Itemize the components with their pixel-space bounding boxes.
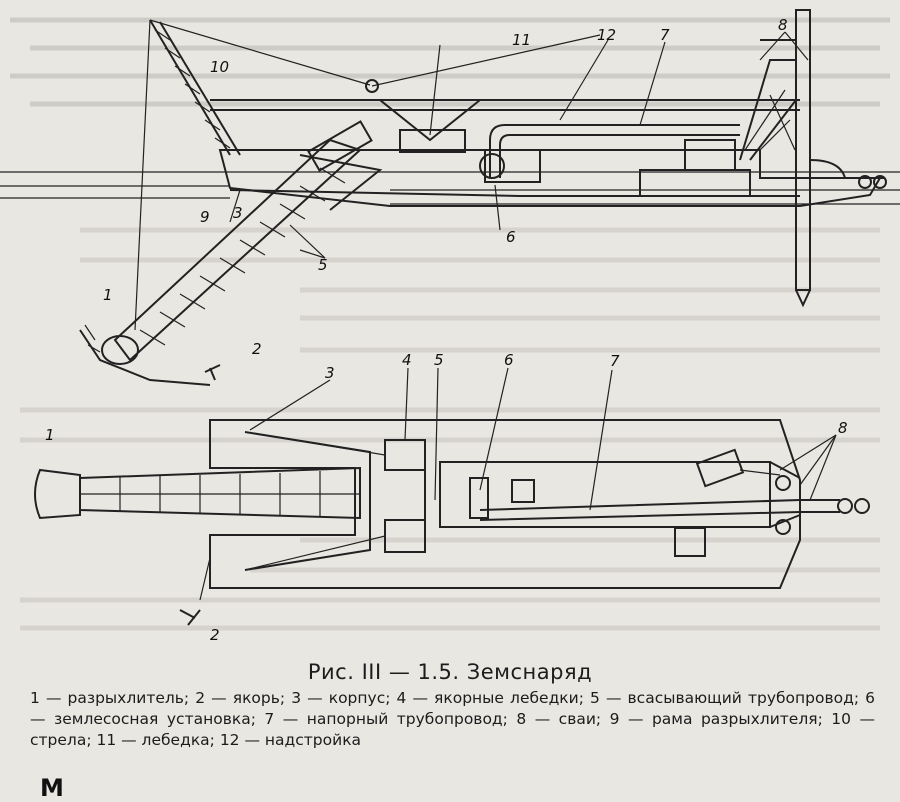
cutter-ladder: [113, 120, 383, 362]
spud-tower: [739, 9, 887, 308]
label-plan-3: 3: [325, 364, 335, 382]
anchors-plan: [179, 557, 211, 626]
figure-caption-title: Рис. III — 1.5. Земснаряд: [307, 660, 593, 684]
pump-plan: [469, 477, 870, 521]
bleed-through-texture-top: [10, 17, 890, 107]
spuds-plan: [674, 448, 791, 557]
figure-legend: 1 — разрыхлитель; 2 — якорь; 3 — корпус;…: [30, 689, 875, 749]
dredger-figure: 1 2 3 5 6 7 8 9 10 11 12 1 2 3 4 5 6 7 8: [0, 9, 900, 640]
label-side-12: 12: [597, 26, 616, 44]
bleed-through-texture-middle: [20, 227, 880, 631]
label-plan-7: 7: [610, 352, 620, 370]
anchor-side: [204, 364, 221, 381]
water-line: [0, 171, 900, 205]
next-paragraph-start: М: [40, 774, 64, 802]
label-side-7: 7: [660, 26, 670, 44]
label-side-2: 2: [252, 340, 262, 358]
label-plan-4: 4: [402, 351, 412, 369]
label-plan-1: 1: [45, 426, 55, 444]
label-plan-5: 5: [434, 351, 444, 369]
label-side-6: 6: [506, 228, 516, 246]
boom: [134, 19, 601, 331]
label-plan-2: 2: [210, 626, 220, 640]
label-plan-6: 6: [504, 351, 514, 369]
leader-lines: [229, 31, 837, 511]
pressure-pipe-side: [479, 124, 740, 183]
label-side-10: 10: [210, 58, 229, 76]
label-side-5: 5: [318, 256, 328, 274]
label-side-3: 3: [233, 204, 243, 222]
label-side-9: 9: [200, 208, 210, 226]
ladder-plan: [34, 466, 361, 520]
label-side-8: 8: [778, 16, 788, 34]
label-side-1: 1: [103, 286, 113, 304]
cutter-side: [79, 324, 211, 386]
superstructure: [210, 99, 800, 153]
label-side-11: 11: [512, 31, 531, 49]
label-plan-8: 8: [838, 419, 848, 437]
winches-plan: [244, 431, 426, 571]
hull-plan: [209, 419, 801, 589]
